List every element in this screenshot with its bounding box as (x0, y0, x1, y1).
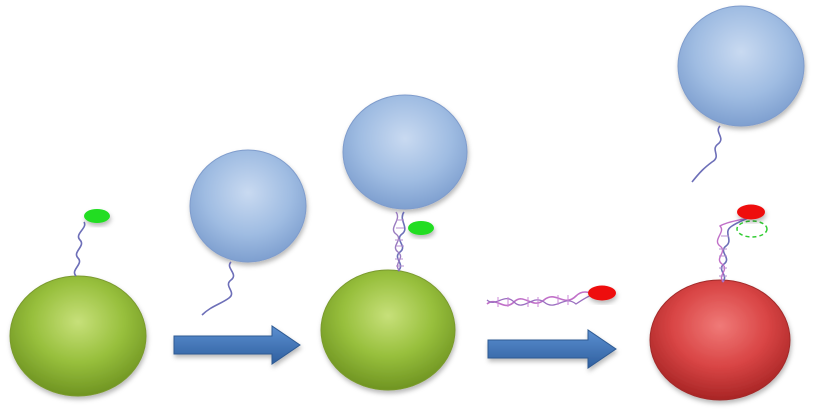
probe-strand-1 (73, 221, 86, 277)
red-quencher-bound (737, 204, 765, 220)
right-arrow-1 (173, 325, 301, 365)
double-helix-2 (392, 211, 406, 272)
green-fluorophore-1 (84, 209, 110, 223)
stage-3-displaced (649, 5, 805, 401)
released-site-dashed-circle (736, 220, 768, 238)
blue-bead-2 (342, 94, 468, 210)
stage-2-hybridized (320, 94, 468, 391)
green-bead-2 (320, 269, 456, 391)
competitor-helix-b (486, 293, 595, 306)
green-fluorophore-2 (408, 221, 434, 235)
double-helix-3 (716, 217, 749, 283)
right-arrow-2 (487, 329, 617, 369)
target-strand-1 (201, 261, 235, 316)
blue-bead-1 (189, 149, 307, 263)
green-bead-1 (9, 275, 147, 397)
stage-1-unbound (9, 209, 147, 397)
free-target-bead (189, 149, 307, 316)
blue-bead-3 (677, 5, 805, 127)
competitor-strand (486, 285, 616, 307)
red-quencher-label (588, 285, 616, 301)
competitor-helix-a (486, 291, 595, 307)
target-strand-3 (691, 125, 722, 183)
red-bead (649, 279, 791, 401)
